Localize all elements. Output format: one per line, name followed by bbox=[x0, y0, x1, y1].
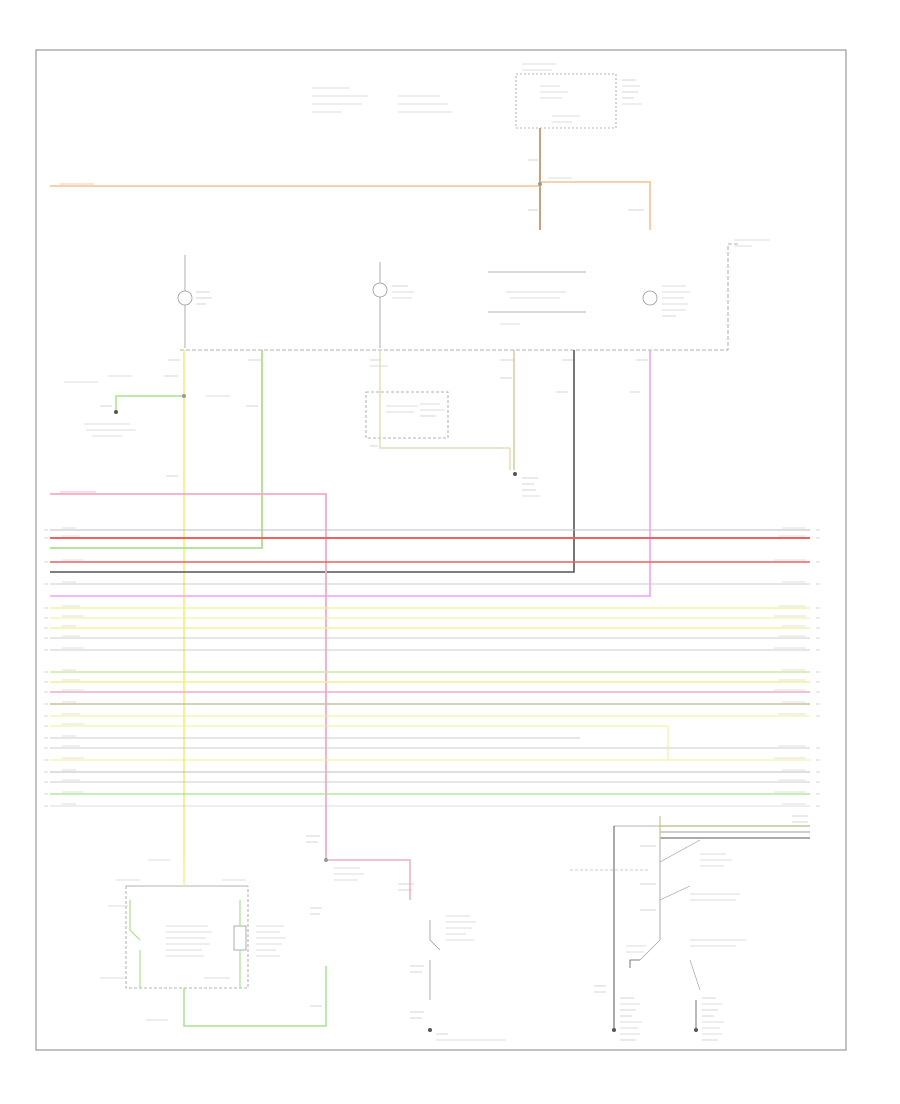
wire-orange-top bbox=[50, 181, 651, 230]
lower-left-module bbox=[100, 859, 327, 1027]
wire-green-meter bbox=[50, 350, 263, 549]
harness-pins-left bbox=[44, 527, 84, 807]
top-note bbox=[312, 87, 452, 113]
diagram-border bbox=[35, 49, 847, 1051]
wire-harness-bus bbox=[50, 529, 810, 807]
lower-right-module bbox=[570, 815, 810, 1041]
fuse-box-top bbox=[515, 63, 642, 129]
wire-magenta bbox=[50, 350, 651, 597]
combination-meter bbox=[177, 239, 770, 351]
lower-center-components bbox=[306, 835, 506, 1041]
resistor-block bbox=[365, 350, 511, 470]
left-ground-area bbox=[64, 375, 230, 477]
harness-pins-right bbox=[774, 527, 820, 807]
harness-wire-jog bbox=[667, 726, 810, 761]
meter-connectors bbox=[168, 359, 648, 367]
wire-darkgray bbox=[50, 350, 575, 573]
